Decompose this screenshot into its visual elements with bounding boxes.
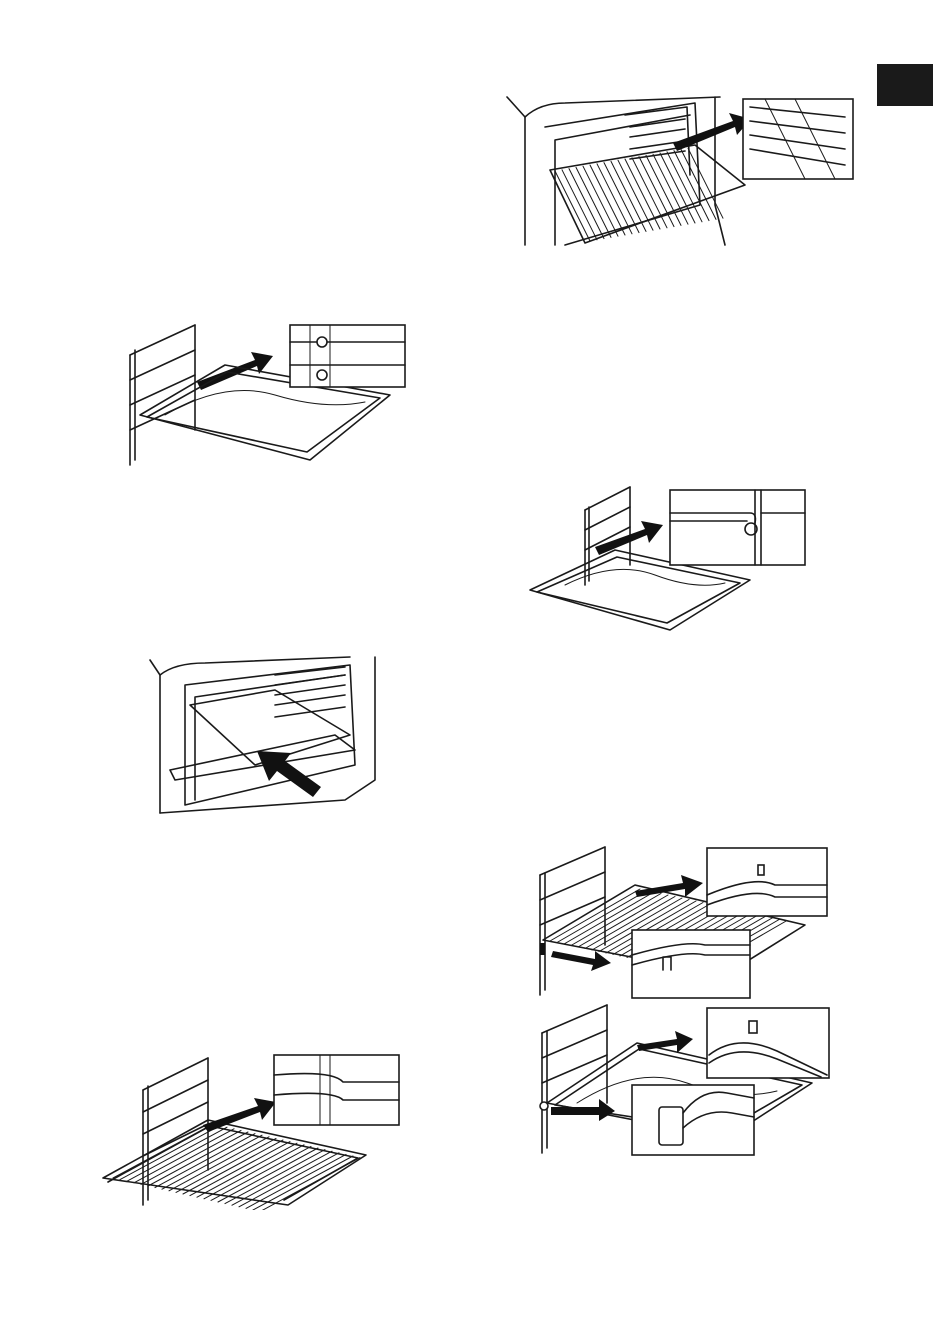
grid-wire — [583, 166, 618, 236]
grid-wire — [555, 171, 590, 241]
grid-wire — [625, 159, 660, 229]
tray-rail-notch-illustration — [525, 485, 810, 635]
telescopic-rail-grid-illustration — [535, 845, 830, 1000]
grid-wire — [611, 161, 646, 231]
grid-wire — [618, 160, 653, 230]
oven-wire-shelf-insert-illustration — [505, 95, 855, 255]
grid-wire — [590, 165, 625, 235]
telescopic-rail-tray-illustration — [537, 1003, 832, 1158]
grid-wire — [569, 169, 604, 239]
baking-tray-side-rail-illustration — [125, 320, 410, 470]
grid-wire — [604, 163, 639, 233]
grid-wire — [576, 167, 611, 237]
oven-tray-push-in-illustration — [145, 655, 385, 815]
grid-wire — [597, 164, 632, 234]
grid-wire — [674, 151, 709, 221]
wire-grid-side-rail-illustration — [98, 1050, 403, 1210]
grid-wire — [632, 158, 667, 228]
section-tab — [877, 64, 933, 106]
grid-wire — [639, 157, 674, 227]
